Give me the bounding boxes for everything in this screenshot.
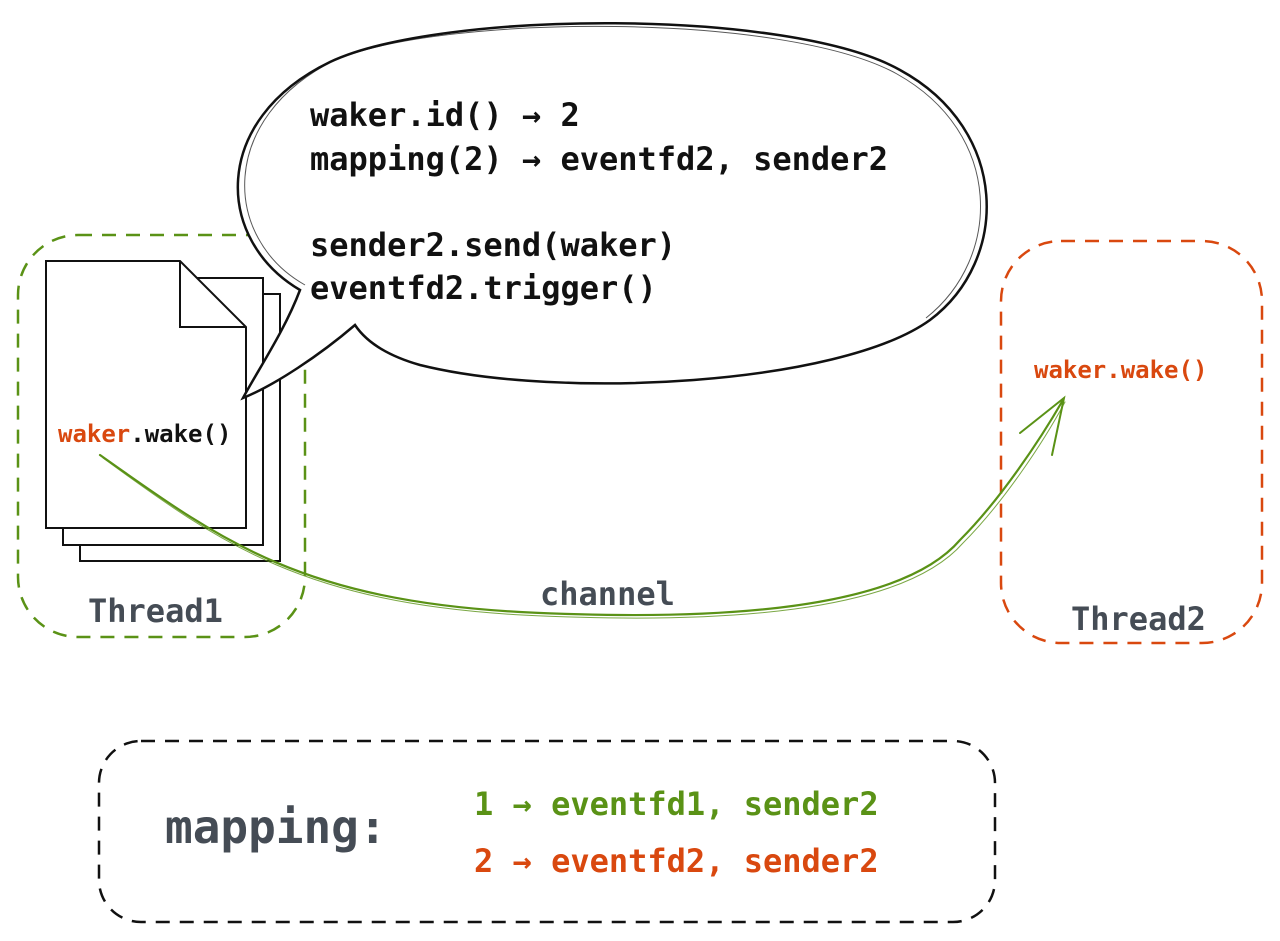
channel-label: channel: [540, 575, 675, 613]
channel-arrow-path: [98, 398, 1065, 617]
thread1-waker-call: waker.wake(): [58, 420, 231, 448]
bubble-line-2: mapping(2) → eventfd2, sender2: [310, 140, 888, 178]
speech-bubble-outline: [236, 21, 988, 401]
thread1-waker-suffix: .wake(): [130, 420, 231, 448]
bubble-line-5: eventfd2.trigger(): [310, 269, 657, 307]
channel-arrow: [98, 395, 1066, 619]
mapping-row-1: 1 → eventfd1, sender2: [474, 785, 879, 823]
thread1-container: [16, 233, 307, 639]
task-document-stack: [45, 260, 281, 562]
bubble-line-4: sender2.send(waker): [310, 226, 676, 264]
channel-arrow-path-sketch: [102, 401, 1066, 619]
speech-bubble-sketch-stroke: [244, 25, 981, 319]
thread2-label: Thread2: [1071, 600, 1206, 638]
mapping-container: [97, 739, 997, 924]
channel-arrowhead: [1019, 395, 1066, 456]
bubble-code-lines: waker.id() → 2 mapping(2) → eventfd2, se…: [310, 96, 888, 307]
thread2-container: [999, 239, 1264, 645]
mapping-row-2: 2 → eventfd2, sender2: [474, 842, 879, 880]
document-fold-corner: [179, 261, 246, 328]
bubble-line-1: waker.id() → 2: [310, 96, 580, 134]
thread1-label: Thread1: [88, 592, 223, 630]
thread2-waker-call: waker.wake(): [1034, 356, 1207, 384]
mapping-title: mapping:: [165, 800, 387, 854]
speech-bubble: waker.id() → 2 mapping(2) → eventfd2, se…: [236, 21, 988, 401]
thread1-waker-prefix: waker: [58, 420, 130, 448]
